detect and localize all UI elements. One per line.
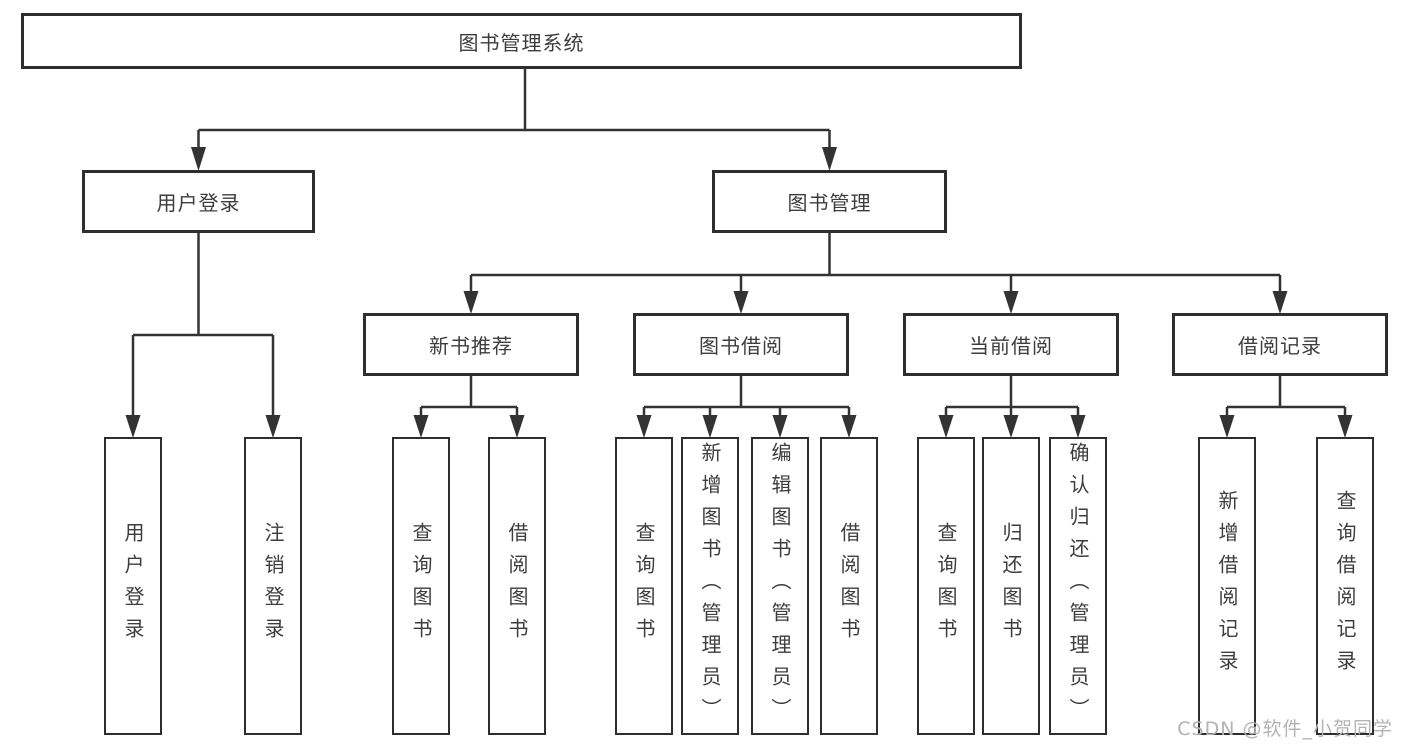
leaf-edit-books-admin: 编辑图书（管理员） — [751, 437, 809, 735]
node-label: 查询借阅记录 — [1333, 490, 1357, 682]
node-label: 注销登录 — [261, 522, 285, 650]
leaf-logout: 注销登录 — [244, 437, 302, 735]
leaf-current-query-books: 查询图书 — [917, 437, 975, 735]
leaf-borrow-books: 借阅图书 — [820, 437, 878, 735]
node-new-book-recommend: 新书推荐 — [363, 313, 579, 376]
node-root: 图书管理系统 — [21, 13, 1022, 69]
node-label: 查询图书 — [934, 522, 958, 650]
leaf-confirm-return-admin: 确认归还（管理员） — [1049, 437, 1107, 735]
node-label: 借阅图书 — [505, 522, 529, 650]
node-label: 借阅图书 — [837, 522, 861, 650]
leaf-query-borrow-record: 查询借阅记录 — [1316, 437, 1374, 735]
node-label: 查询图书 — [632, 522, 656, 650]
leaf-add-borrow-record: 新增借阅记录 — [1198, 437, 1256, 735]
node-label: 新增借阅记录 — [1215, 490, 1239, 682]
csdn-watermark: CSDN @软件_小贺同学 — [1177, 718, 1393, 740]
node-label: 用户登录 — [121, 522, 145, 650]
leaf-add-books-admin: 新增图书（管理员） — [681, 437, 739, 735]
node-book-borrow: 图书借阅 — [633, 313, 849, 376]
node-label: 当前借阅 — [969, 334, 1053, 358]
node-label: 借阅记录 — [1238, 334, 1322, 358]
node-label: 查询图书 — [409, 522, 433, 650]
node-user-login: 用户登录 — [82, 170, 315, 233]
node-borrow-records: 借阅记录 — [1172, 313, 1388, 376]
node-current-borrow: 当前借阅 — [903, 313, 1119, 376]
leaf-borrow-query-books: 查询图书 — [615, 437, 673, 735]
leaf-return-books: 归还图书 — [982, 437, 1040, 735]
node-label: 归还图书 — [999, 522, 1023, 650]
node-label: 确认归还（管理员） — [1066, 442, 1090, 730]
node-book-management: 图书管理 — [712, 170, 947, 233]
node-label: 用户登录 — [156, 191, 241, 215]
node-label: 新书推荐 — [429, 334, 513, 358]
node-label: 新增图书（管理员） — [698, 442, 722, 730]
node-label: 编辑图书（管理员） — [768, 442, 792, 730]
node-label: 图书管理系统 — [458, 30, 585, 55]
leaf-recommend-borrow-books: 借阅图书 — [488, 437, 546, 735]
arrowheads — [125, 147, 1353, 438]
leaf-user-login: 用户登录 — [104, 437, 162, 735]
node-label: 图书借阅 — [699, 334, 783, 358]
leaf-recommend-query-books: 查询图书 — [392, 437, 450, 735]
node-label: 图书管理 — [787, 191, 872, 215]
